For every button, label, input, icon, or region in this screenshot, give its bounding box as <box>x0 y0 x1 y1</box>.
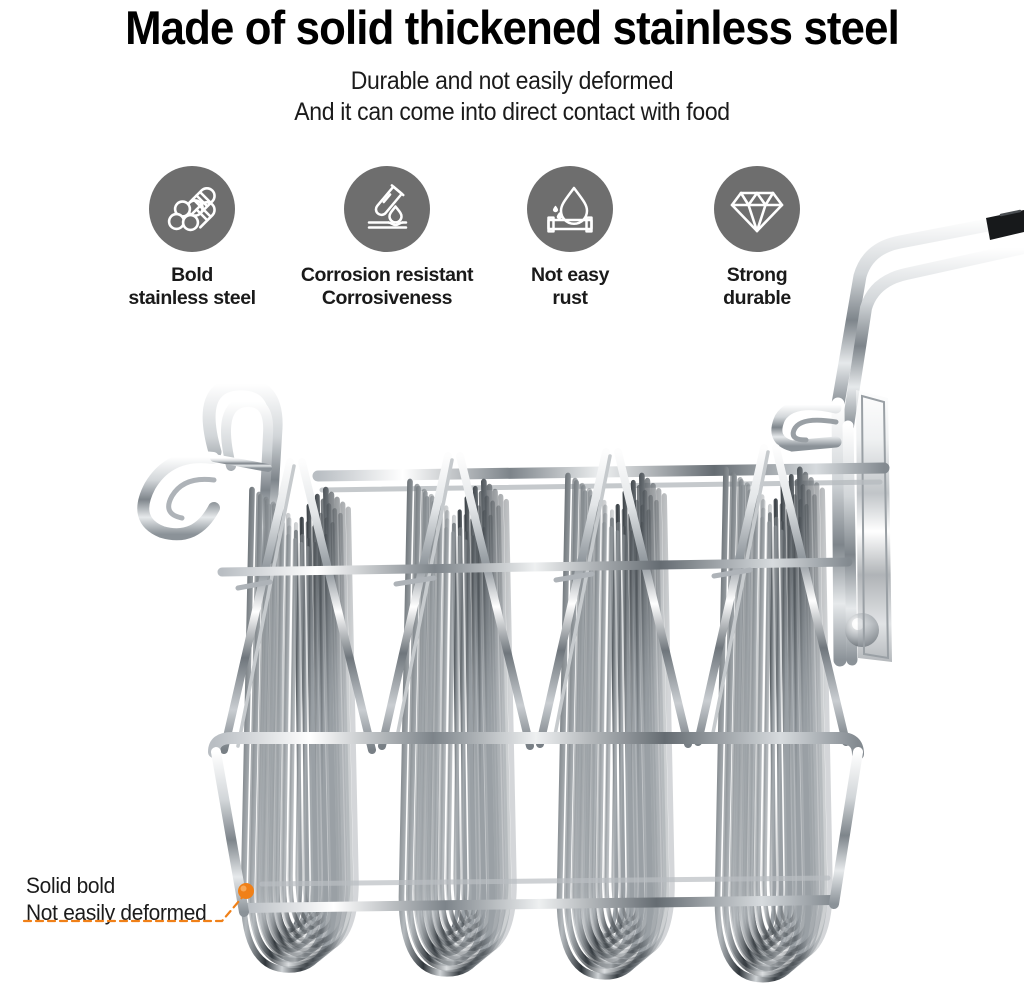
product-image-taco-shell-fryer-basket <box>0 190 1024 984</box>
feature-item-bold-stainless-steel: Bold stainless steel <box>102 166 282 310</box>
feature-label-line-1: Strong <box>726 264 788 286</box>
feature-label: Bold stainless steel <box>102 264 282 310</box>
subtitle-block: Durable and not easily deformed And it c… <box>0 66 1024 128</box>
feature-label-line-1: Bold <box>171 264 213 286</box>
feature-label-line-2: Corrosiveness <box>321 287 453 309</box>
diamond-icon <box>729 181 785 237</box>
callout-solid-bold: Solid bold Not easily deformed <box>26 872 266 926</box>
product-handle <box>831 209 1024 432</box>
product-outer-frame <box>208 732 864 917</box>
feature-label-line-1: Corrosion resistant <box>300 264 474 286</box>
feature-item-corrosion-resistant: Corrosion resistant Corrosiveness <box>297 166 477 310</box>
feature-label: Strong durable <box>667 264 847 310</box>
water-droplet-pipe-icon <box>543 182 597 236</box>
page-title: Made of solid thickened stainless steel <box>125 1 900 54</box>
feature-badge-circle <box>527 166 613 252</box>
feature-label: Corrosion resistant Corrosiveness <box>297 264 477 310</box>
test-tube-droplet-icon <box>360 182 414 236</box>
feature-label: Not easy rust <box>480 264 660 310</box>
feature-badge-circle <box>714 166 800 252</box>
feature-label-line-1: Not easy <box>530 264 610 286</box>
subtitle-line-1: Durable and not easily deformed <box>350 67 674 95</box>
callout-line-1: Solid bold <box>26 873 115 898</box>
feature-item-not-easy-rust: Not easy rust <box>480 166 660 310</box>
feature-label-line-2: durable <box>723 287 791 309</box>
steel-tubes-icon <box>165 182 219 236</box>
feature-item-strong-durable: Strong durable <box>667 166 847 310</box>
feature-badge-circle <box>344 166 430 252</box>
feature-label-line-2: stainless steel <box>128 287 256 309</box>
feature-label-line-2: rust <box>552 287 588 309</box>
subtitle-line-2: And it can come into direct contact with… <box>294 98 730 126</box>
feature-list: Bold stainless steel <box>118 166 908 326</box>
product-mid-crossbar <box>217 557 853 591</box>
product-left-hook <box>137 377 283 567</box>
feature-badge-circle <box>149 166 235 252</box>
product-dividers <box>220 444 850 754</box>
callout-line-2: Not easily deformed <box>26 900 207 925</box>
